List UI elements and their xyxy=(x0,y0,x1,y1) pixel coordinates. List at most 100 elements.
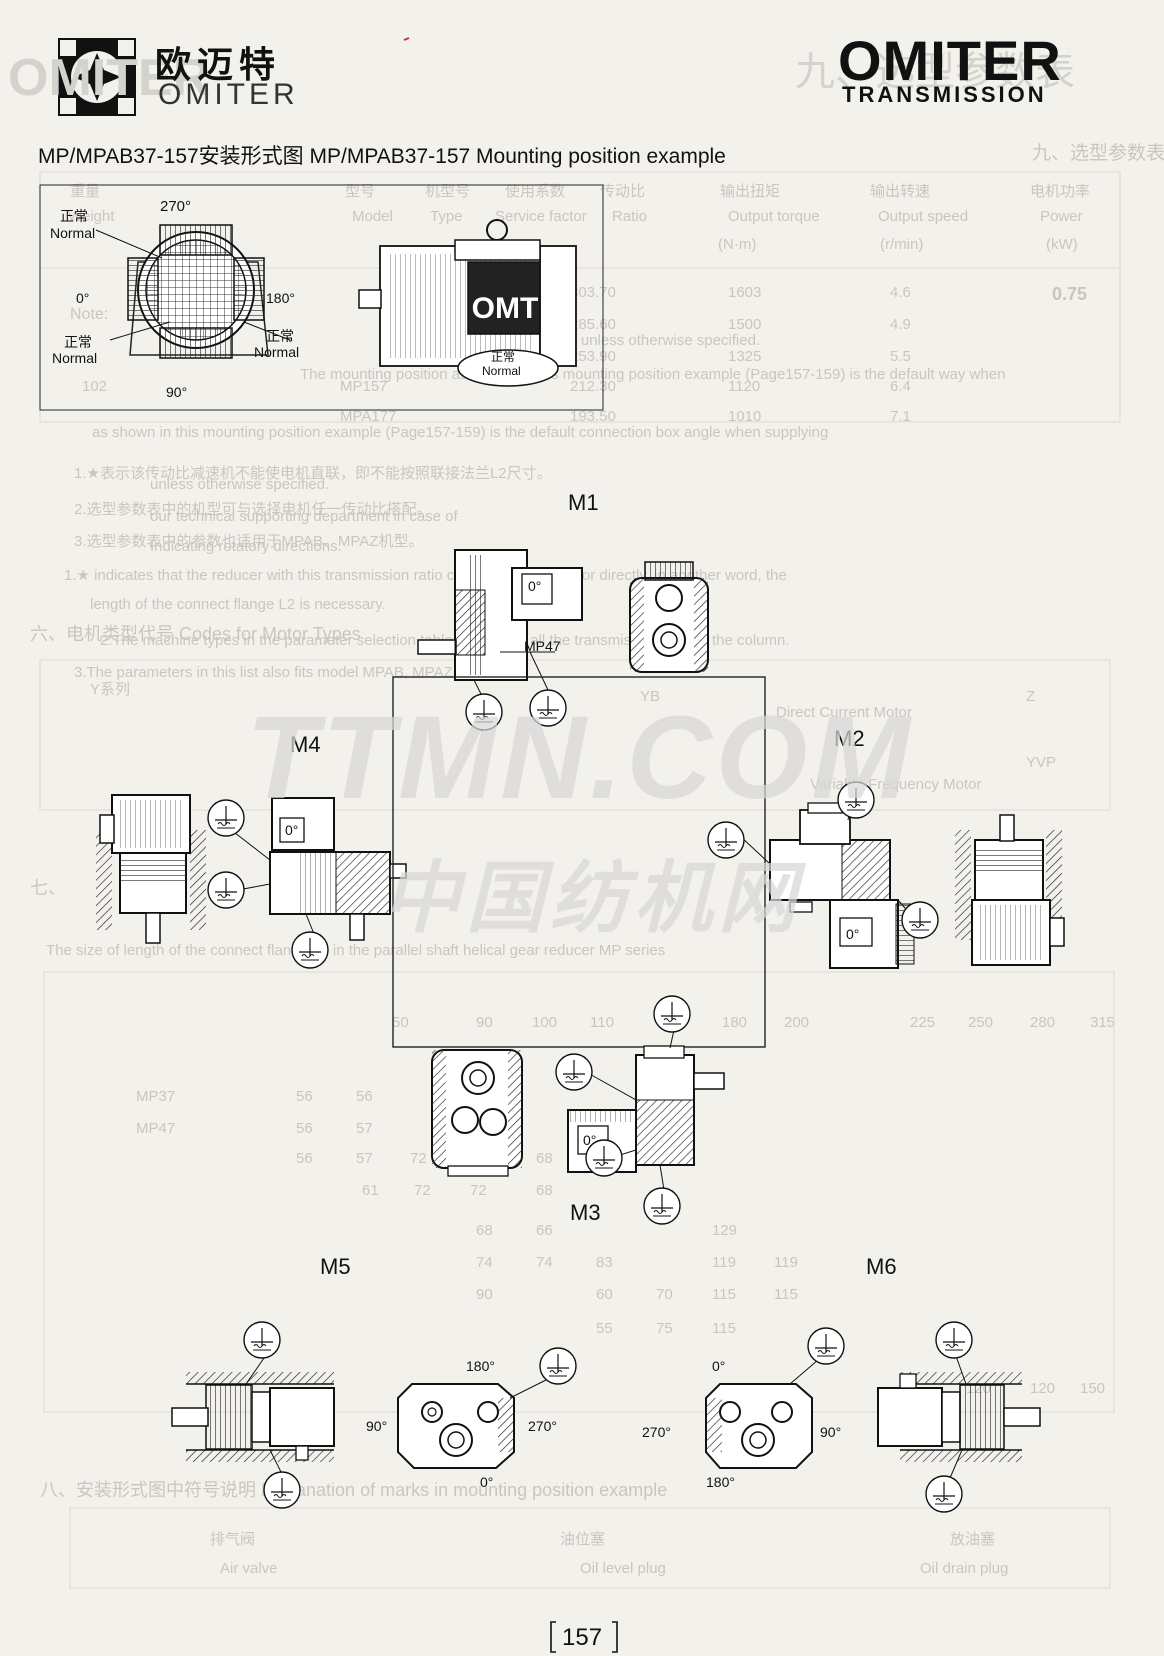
ghost-table-cell: 90 xyxy=(476,1286,493,1303)
ghost-ratio-col: 200 xyxy=(784,1014,810,1031)
ghost-note: Indicating rotatory directions. xyxy=(150,538,342,555)
ghost-table-cell: 72 xyxy=(414,1182,431,1199)
m6-degree-left: 270° xyxy=(642,1424,671,1440)
ghost-unit: (N·m) xyxy=(718,236,757,253)
right-brand-sub: TRANSMISSION xyxy=(842,82,1047,107)
m5-degree-top: 180° xyxy=(466,1358,495,1374)
ghost-note: as shown in this mounting position examp… xyxy=(92,424,829,441)
ghost-header: 电机功率 xyxy=(1030,183,1091,200)
ghost-ratio-col: 180 xyxy=(722,1014,748,1031)
ghost-motor-type: Direct Current Motor xyxy=(776,704,912,721)
ghost-torque: 1120 xyxy=(728,378,761,395)
ghost-section-seven: 七、 xyxy=(30,878,66,898)
ghost-note: 1.★表示该传动比减速机不能使电机直联，即不能按照联接法兰L2尺寸。 xyxy=(74,465,552,482)
right-brand: OMITER xyxy=(838,29,1062,92)
m5-degree-left: 90° xyxy=(366,1418,388,1434)
m5-degree-bottom: 0° xyxy=(480,1474,494,1490)
box-degree-m2: 0° xyxy=(846,926,860,942)
ghost-logo: 九、选型参数表 xyxy=(795,50,1075,94)
ghost-torque: 1325 xyxy=(728,348,762,365)
m6-drawing xyxy=(705,1321,1041,1513)
ghost-table-cell: 115 xyxy=(774,1286,798,1303)
ghost-speed: 6.4 xyxy=(890,378,911,395)
m5-degree-right: 270° xyxy=(528,1418,557,1434)
position-label-m1: M1 xyxy=(568,490,599,515)
terminal-box-diagram xyxy=(39,184,604,411)
ghost-logo: OMITER xyxy=(8,49,210,107)
normal-label-en: Normal xyxy=(52,350,98,366)
ghost-section-nine: 九、选型参数表 xyxy=(1032,143,1164,164)
ghost-table-cell: 150 xyxy=(1080,1380,1106,1397)
ghost-header-en: Weight xyxy=(68,208,115,225)
ghost-table-cell: 74 xyxy=(476,1254,493,1271)
degree-label-270: 270° xyxy=(160,198,192,215)
ghost-section-eight: 八、安装形式图中符号说明 Explanation of marks in mou… xyxy=(40,1480,668,1500)
ghost-table-cell: 66 xyxy=(536,1222,553,1239)
ghost-ratio-col: 280 xyxy=(1030,1014,1056,1031)
ghost-note: 3.选型参数表中的参数也适用于MPAB、MPAZ机型。 xyxy=(74,533,424,550)
degree-label-90: 90° xyxy=(166,384,188,400)
ghost-header: 机型号 xyxy=(425,183,471,200)
ghost-table-cell: 72 xyxy=(470,1182,487,1199)
ghost-header-en: Type xyxy=(430,208,463,225)
ghost-power: 0.75 xyxy=(1052,284,1088,304)
page-bracket xyxy=(612,1621,618,1653)
ghost-table-cell: 68 xyxy=(536,1182,553,1199)
normal-label-cn: 正常 xyxy=(491,350,516,364)
ghost-unit: (kW) xyxy=(1046,236,1078,253)
ghost-ratio: 253.90 xyxy=(570,348,616,365)
ghost-header: 传动比 xyxy=(600,183,646,200)
ghost-table-cell: MP37 xyxy=(136,1088,176,1105)
degree-label-180: 180° xyxy=(266,290,295,306)
ghost-table-cell: MP47 xyxy=(136,1120,176,1137)
ghost-ratio: 212.30 xyxy=(570,378,616,395)
ghost-header: 使用系数 xyxy=(505,183,566,200)
ghost-ratio: 193.50 xyxy=(570,408,616,425)
ghost-header-en: Output speed xyxy=(878,208,969,225)
m3-drawing xyxy=(431,995,725,1225)
box-degree-m3: 0° xyxy=(583,1132,597,1148)
ghost-table-cell: 120 xyxy=(1030,1380,1056,1397)
brand-name-en: OMITER xyxy=(158,78,299,111)
ghost-table-cell: 115 xyxy=(712,1286,736,1303)
ghost-model: MP157 xyxy=(340,378,388,395)
ghost-table-cell: 57 xyxy=(356,1150,373,1167)
m1-drawing xyxy=(417,549,709,731)
degree-label-0: 0° xyxy=(76,290,90,306)
ghost-speed: 7.1 xyxy=(890,408,911,425)
ghost-table-cell: 60 xyxy=(596,1286,613,1303)
red-mark xyxy=(403,37,410,41)
ghost-header: 输出转速 xyxy=(870,183,931,200)
ghost-table-cell: 56 xyxy=(296,1150,313,1167)
page-bracket xyxy=(550,1621,556,1653)
ghost-table-cell: 72 xyxy=(410,1150,427,1167)
ghost-note: length of the connect flange L2 is neces… xyxy=(90,596,386,613)
ghost-symbol: Air valve xyxy=(220,1560,278,1577)
ghost-header: 型号 xyxy=(345,183,376,200)
ghost-torque: 1010 xyxy=(728,408,762,425)
ghost-torque: 1500 xyxy=(728,316,762,333)
ghost-note: of IP5x unless otherwise specified. xyxy=(530,332,761,349)
omiter-logo-mark xyxy=(58,38,136,116)
normal-label-en: Normal xyxy=(50,225,96,241)
ghost-header: 输出扭矩 xyxy=(720,183,781,200)
m2-drawing xyxy=(707,781,1065,969)
position-label-m6: M6 xyxy=(866,1254,897,1279)
ghost-table-cell: 129 xyxy=(712,1222,738,1239)
ghost-torque: 1603 xyxy=(728,284,762,301)
m6-degree-right: 90° xyxy=(820,1424,842,1440)
normal-label-cn: 正常 xyxy=(60,208,88,224)
ghost-note: 3.The parameters in this list also fits … xyxy=(74,664,457,681)
ghost-symbol: Oil level plug xyxy=(580,1560,666,1577)
watermark-cn: 中国纺机网 xyxy=(382,854,803,942)
ghost-weight: 102 xyxy=(82,378,108,395)
ghost-table-cell: 83 xyxy=(596,1254,613,1271)
normal-label-en: Normal xyxy=(254,344,300,360)
ghost-symbol: 放油塞 xyxy=(950,1531,996,1548)
ghost-unit: (r/min) xyxy=(880,236,924,253)
ghost-symbol: 油位塞 xyxy=(560,1531,606,1548)
ghost-table-cell: 56 xyxy=(356,1088,373,1105)
m4-drawing xyxy=(96,794,407,969)
ghost-section-six: 六、电机类型代号 Codes for Motor Types xyxy=(30,624,361,644)
